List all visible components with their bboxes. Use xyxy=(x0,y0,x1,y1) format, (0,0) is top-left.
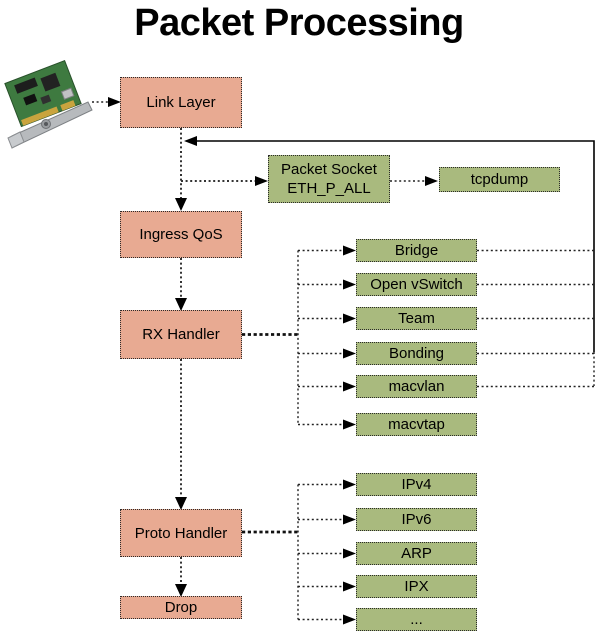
arrow-reinject-return xyxy=(184,136,595,386)
packet-socket-label-line1: Packet Socket xyxy=(281,161,377,178)
node-proto-handler: Proto Handler xyxy=(120,509,242,557)
proto-branch-arrows xyxy=(298,479,356,625)
node-bridge: Bridge xyxy=(356,239,477,262)
diagram-title: Packet Processing xyxy=(134,2,464,44)
node-other-protocols: ... xyxy=(356,608,477,631)
rx-return-lines xyxy=(477,249,594,388)
node-team: Team xyxy=(356,307,477,330)
node-macvlan: macvlan xyxy=(356,375,477,398)
arrow-to-packet-socket xyxy=(181,176,268,186)
node-drop: Drop xyxy=(120,596,242,619)
node-arp: ARP xyxy=(356,542,477,565)
arrow-packet-socket-to-tcpdump xyxy=(390,176,438,186)
packet-socket-label-line2: ETH_P_ALL xyxy=(287,180,371,197)
node-macvtap: macvtap xyxy=(356,413,477,436)
node-ipv6: IPv6 xyxy=(356,508,477,531)
rx-branch-arrows xyxy=(298,245,356,430)
node-ingress-qos: Ingress QoS xyxy=(120,211,242,258)
arrow-nic-to-link-layer xyxy=(92,97,121,107)
network-card-icon xyxy=(4,59,93,149)
arrow-rx-handler-to-proto-handler xyxy=(175,359,187,510)
node-link-layer: Link Layer xyxy=(120,77,242,128)
node-ipv4: IPv4 xyxy=(356,473,477,496)
node-rx-handler: RX Handler xyxy=(120,310,242,359)
node-packet-socket: Packet Socket ETH_P_ALL xyxy=(268,155,390,203)
node-ipx: IPX xyxy=(356,575,477,598)
node-bonding: Bonding xyxy=(356,342,477,365)
arrow-proto-handler-to-drop xyxy=(175,557,187,597)
node-tcpdump: tcpdump xyxy=(439,167,560,192)
node-open-vswitch: Open vSwitch xyxy=(356,273,477,296)
arrow-ingress-qos-to-rx-handler xyxy=(175,258,187,311)
arrow-link-layer-to-ingress-qos xyxy=(175,128,187,211)
